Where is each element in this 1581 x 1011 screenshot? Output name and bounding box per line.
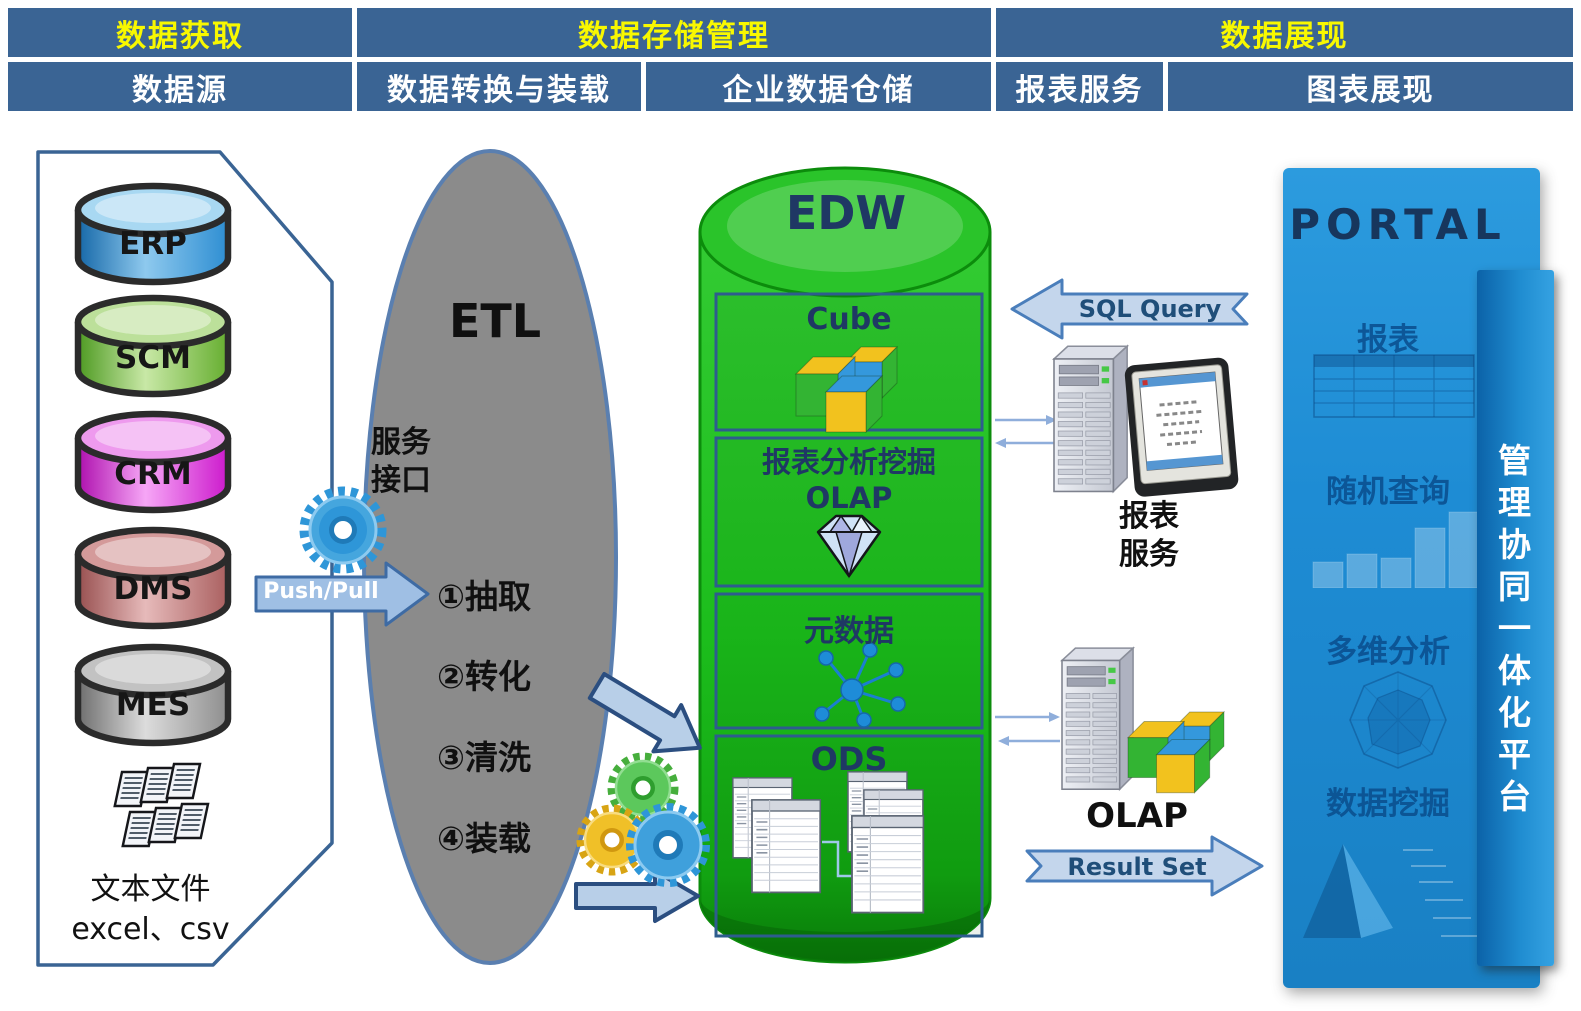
result-set-arrow <box>1025 835 1264 897</box>
edw-section-ods-label: ODS <box>810 740 888 778</box>
portal-ribbon-text: 管理协同一体化平台 <box>1492 443 1532 821</box>
push-pull-arrow <box>254 561 430 627</box>
db-label-scm: SCM <box>115 340 191 376</box>
metadata-box <box>714 592 984 730</box>
radar-chart-icon <box>1349 671 1447 769</box>
service-interface-label: 服务 接口 <box>371 425 431 498</box>
report-table-icon <box>1313 354 1475 418</box>
olap-server-label: OLAP <box>1086 796 1188 836</box>
db-cylinder-mes <box>74 643 232 747</box>
db-label-erp: ERP <box>119 226 187 262</box>
etl-to-edw-arrow-lower <box>574 869 700 923</box>
header-col-datasource: 数据源 <box>8 62 352 111</box>
olap-server-icon <box>1061 647 1225 794</box>
header-phase-storage: 数据存储管理 <box>357 8 991 57</box>
ods-tables-icon <box>732 771 925 914</box>
report-server-label: 报表 服务 <box>1119 499 1179 572</box>
header-col-report-service: 报表服务 <box>996 62 1163 111</box>
edw-title: EDW <box>785 186 907 240</box>
header-phase-acquisition: 数据获取 <box>8 8 352 57</box>
bar-chart-icon <box>1312 511 1482 588</box>
service-gear-icon <box>299 486 387 574</box>
db-label-dms: DMS <box>113 571 193 607</box>
etl-step-transform: ②转化 <box>437 657 531 696</box>
db-label-crm: CRM <box>114 456 192 492</box>
etl-step-extract: ①抽取 <box>437 577 531 616</box>
edw-olap-server-connectors <box>995 712 1060 746</box>
text-files-label: 文本文件 excel、csv <box>71 872 230 947</box>
edw-report-server-connectors <box>995 415 1057 448</box>
etl-step-load: ④装载 <box>437 819 531 858</box>
db-cylinder-scm <box>74 294 232 398</box>
portal-item-report: 报表 <box>1357 322 1419 358</box>
db-label-mes: MES <box>115 687 191 723</box>
portal-item-data-mining: 数据挖掘 <box>1326 786 1450 822</box>
etl-gears-icon <box>576 752 710 887</box>
sql-query-label: SQL Query <box>1078 295 1222 323</box>
header-col-edw: 企业数据仓储 <box>646 62 991 111</box>
network-icon <box>814 642 906 728</box>
result-set-label: Result Set <box>1067 853 1207 881</box>
portal-title: PORTAL <box>1289 200 1507 249</box>
pyramid-icon <box>1303 844 1481 938</box>
etl-title: ETL <box>448 294 542 348</box>
edw-section-olap-label: 报表分析挖掘 OLAP <box>761 445 936 515</box>
sql-query-arrow <box>1010 278 1249 340</box>
portal-ribbon: 管理协同一体化平台 <box>1477 270 1554 966</box>
report-server-icon <box>1053 345 1239 497</box>
header-col-transform-load: 数据转换与装载 <box>357 62 641 111</box>
edw-section-cube-label: Cube <box>806 302 892 337</box>
etl-step-clean: ③清洗 <box>437 738 531 777</box>
portal-item-multidim-analysis: 多维分析 <box>1326 634 1450 670</box>
push-pull-label: Push/Pull <box>263 579 379 604</box>
header-phase-presentation: 数据展现 <box>996 8 1573 57</box>
header-col-chart-presentation: 图表展现 <box>1168 62 1573 111</box>
etl-to-edw-arrow-upper <box>587 671 702 754</box>
db-cylinder-crm <box>74 410 232 514</box>
portal-item-adhoc-query: 随机查询 <box>1326 474 1450 510</box>
db-cylinder-erp <box>74 182 232 286</box>
diamond-icon <box>816 514 882 579</box>
edw-section-metadata-label: 元数据 <box>804 614 894 649</box>
db-cylinder-dms <box>74 526 232 630</box>
